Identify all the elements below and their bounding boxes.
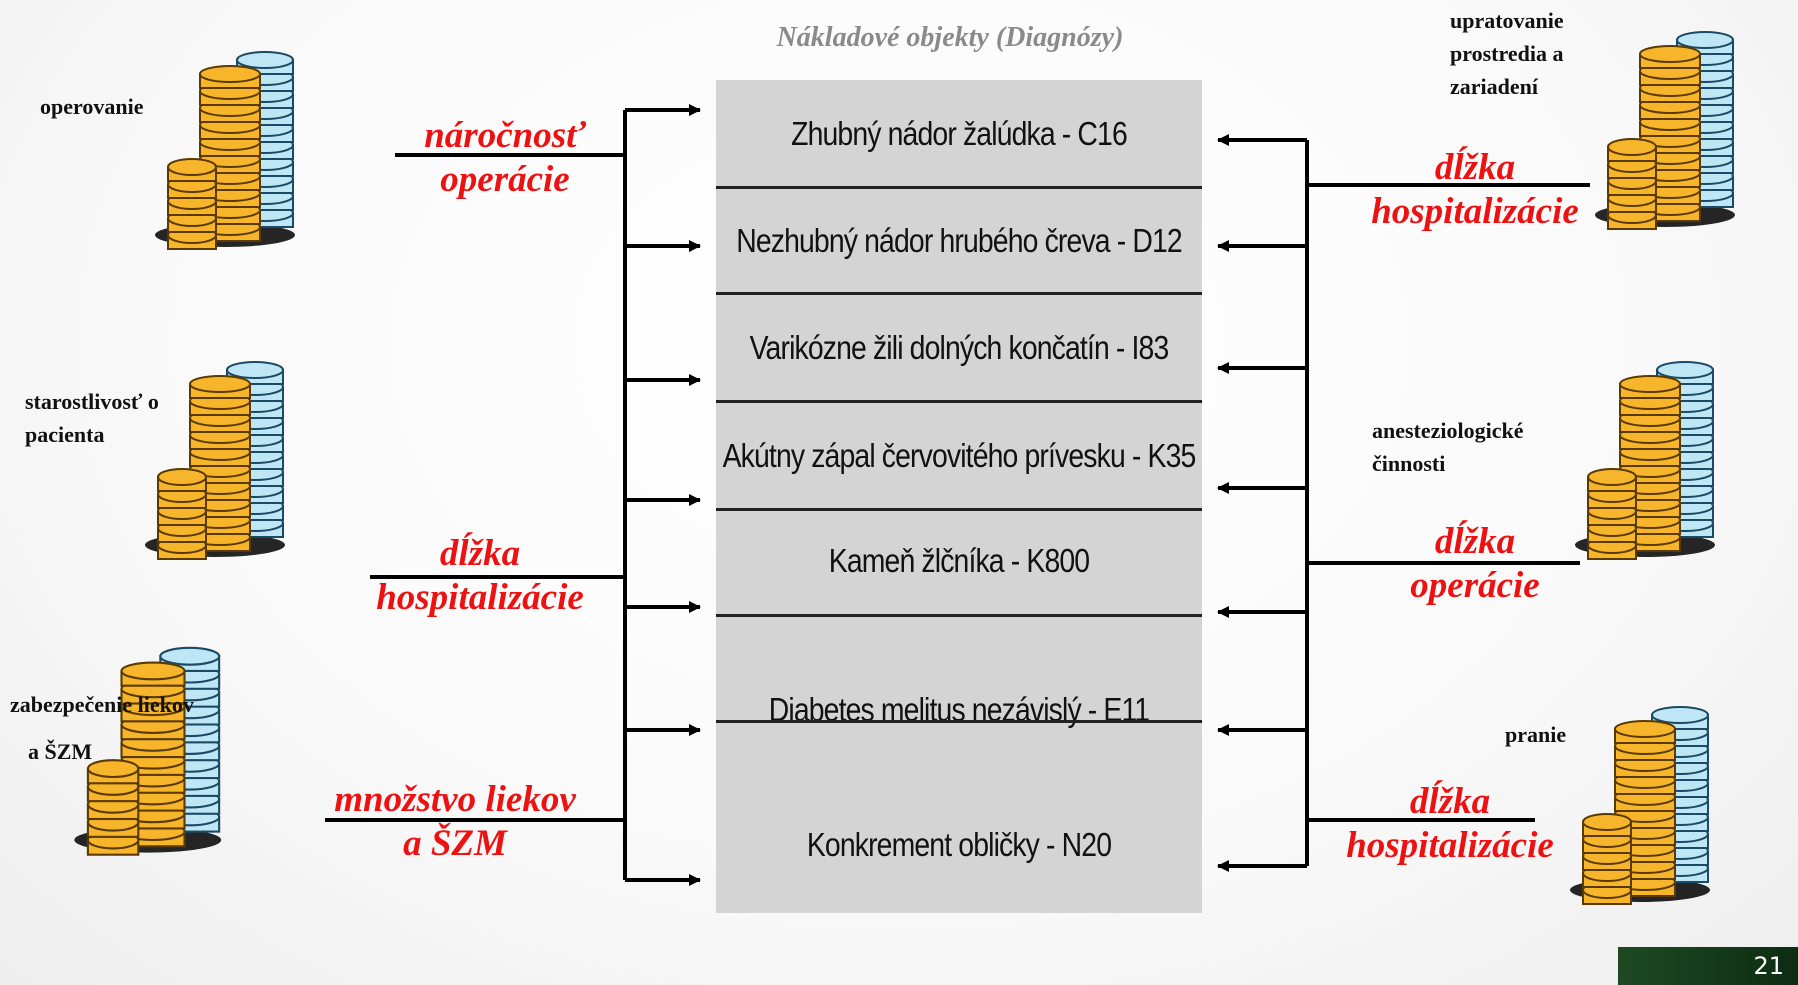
coin-stack-icon [1570, 706, 1710, 905]
source-label-pranie: pranie [1505, 722, 1567, 747]
source-label-line: anesteziologické [1372, 418, 1524, 443]
diagnosis-divider [716, 720, 1202, 723]
coin-stack-icon [1575, 361, 1715, 560]
driver-line: dĺžka [1434, 521, 1516, 562]
coin-stack-icon [155, 51, 295, 250]
diagnosis-divider [716, 508, 1202, 511]
diagnosis-item: Akútny zápal červovitého prívesku - K35 [722, 436, 1197, 474]
diagnosis-item: Konkrement obličky - N20 [806, 826, 1112, 863]
coin-stack-icon [74, 646, 222, 856]
driver-line: hospitalizácie [376, 577, 584, 618]
driver-mnozstvo-liekov: množstvo liekov a ŠZM [305, 778, 605, 866]
driver-line: operácie [1410, 565, 1540, 606]
source-label-line: starostlivosť o [25, 389, 159, 414]
source-label-upratovanie: upratovanie prostredia a zariadení [1450, 4, 1564, 103]
source-label-line: a ŠZM [28, 739, 93, 764]
source-label-starostlivost: starostlivosť o pacienta [25, 385, 159, 451]
coin-stack-icon [1595, 31, 1735, 230]
driver-line: operácie [440, 159, 570, 200]
diagnosis-item: Kameň žlčníka - K800 [828, 542, 1090, 579]
source-label-anesteziologicke: anesteziologické činnosti [1372, 414, 1524, 480]
source-label-line: činnosti [1372, 451, 1446, 476]
diagnosis-item: Varikózne žili dolných končatín - I83 [749, 328, 1170, 366]
source-label-line: upratovanie [1450, 8, 1564, 33]
source-label-line: zariadení [1450, 74, 1538, 99]
diagnosis-divider [716, 292, 1202, 295]
page-number-badge: 21 [1618, 947, 1798, 985]
diagnosis-divider [716, 614, 1202, 617]
diagnosis-item: Nezhubný nádor hrubého čreva - D12 [736, 221, 1182, 259]
driver-dlzka-hospitalizacie-right-bottom: dĺžka hospitalizácie [1310, 780, 1590, 868]
diagnoses-box: Zhubný nádor žalúdka - C16 Nezhubný nádo… [716, 80, 1202, 913]
driver-line: množstvo liekov [334, 779, 576, 820]
driver-dlzka-operacie: dĺžka operácie [1365, 520, 1585, 608]
source-label-line: prostredia a [1450, 41, 1564, 66]
diagnosis-item: Zhubný nádor žalúdka - C16 [791, 114, 1128, 152]
driver-dlzka-hospitalizacie: dĺžka hospitalizácie [350, 532, 610, 620]
driver-line: dĺžka [1434, 147, 1516, 188]
source-label-line: pacienta [25, 422, 105, 447]
driver-line: hospitalizácie [1346, 825, 1554, 866]
driver-line: náročnosť [424, 115, 586, 156]
driver-dlzka-hospitalizacie-right: dĺžka hospitalizácie [1335, 146, 1615, 234]
driver-line: dĺžka [439, 533, 521, 574]
diagnosis-item: Diabetes melitus nezávislý - E11 [768, 691, 1150, 728]
diagnosis-divider [716, 400, 1202, 403]
diagnosis-divider [716, 186, 1202, 189]
source-label-operovanie: operovanie [40, 94, 144, 119]
coin-stack-icon [145, 361, 285, 560]
source-label-lieky: zabezpečenie liekov a ŠZM [10, 688, 194, 768]
driver-line: dĺžka [1409, 781, 1491, 822]
left-connectors [325, 104, 701, 886]
right-connectors [1217, 134, 1590, 872]
driver-line: a ŠZM [403, 823, 507, 864]
driver-line: hospitalizácie [1371, 191, 1579, 232]
cost-objects-title: Nákladové objekty (Diagnózy) [776, 22, 1124, 53]
source-label-line: zabezpečenie liekov [10, 692, 194, 717]
driver-narocnost-operacie: náročnosť operácie [405, 114, 605, 202]
